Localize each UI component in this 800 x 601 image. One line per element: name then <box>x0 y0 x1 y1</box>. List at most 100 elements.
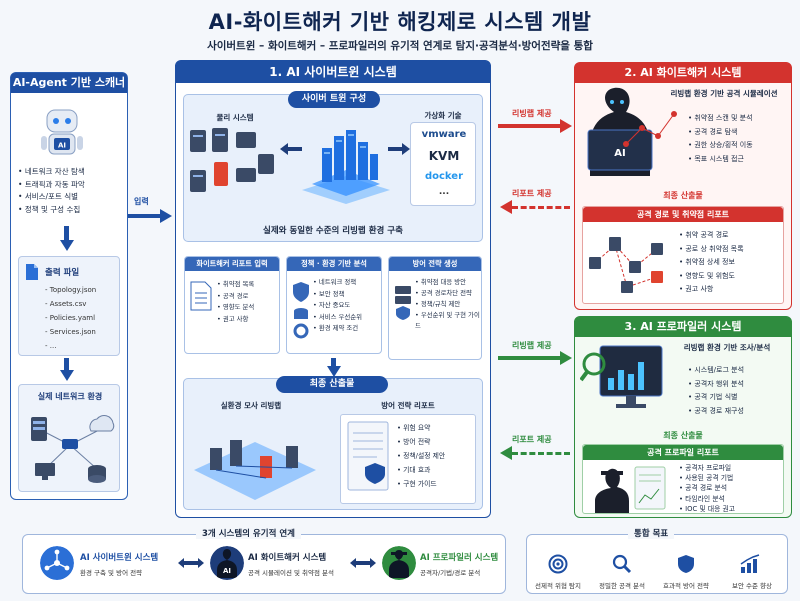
target-icon <box>548 554 568 574</box>
output-files-title: 출력 파일 <box>45 268 80 278</box>
hacker-report-list: 취약 공격 경로 공로 상 취약점 목록 취약점 상세 정보 영향도 및 위험도… <box>679 229 744 297</box>
arrow-right-icon <box>560 351 572 365</box>
list-item: 권고 사항 <box>679 283 744 297</box>
list-item: 정책 및 구성 수집 <box>18 204 126 217</box>
policy-analysis-title: 정책 · 환경 기반 분석 <box>287 257 381 271</box>
arrow-shaft <box>64 226 69 240</box>
system-connection-box <box>22 534 506 594</box>
server-shield-icon <box>395 286 411 320</box>
list-item: 네트워크 자산 탐색 <box>18 166 126 179</box>
whitehacker-title: 2. AI 화이트해커 시스템 <box>575 63 791 83</box>
list-item: 공격 경로 분석 <box>679 483 735 493</box>
connection-hacker-sub: 공격 시뮬레이션 및 취약점 분석 <box>248 569 335 577</box>
from-profiler-label: 리포트 제공 <box>512 435 552 444</box>
list-item: 정책/설정 제안 <box>397 449 445 463</box>
profiler-avatar-icon <box>382 546 416 580</box>
system-connection-title: 3개 시스템의 유기적 연계 <box>196 527 301 539</box>
scanner-features: 네트워크 자산 탐색 트래픽과 자동 파악 서비스/포트 식별 정책 및 구성 … <box>18 166 126 216</box>
list-item: 네트워크 정책 <box>313 277 362 289</box>
arrow-left-icon <box>500 446 512 460</box>
goal-item: 선제적 위협 탐지 <box>535 582 581 590</box>
magnifier-icon <box>612 554 632 574</box>
arrow-shaft <box>512 206 570 210</box>
attack-path-icon <box>589 237 663 293</box>
goal-item: 정밀한 공격 분석 <box>599 582 645 590</box>
hacker-icon: AI <box>587 87 653 176</box>
list-item: 서비스/포트 식별 <box>18 191 126 204</box>
list-item: 방어 전략 <box>397 435 445 449</box>
hacker-report-title: 공격 경로 및 취약점 리포트 <box>583 207 783 222</box>
connection-profiler-sub: 공격자/기법/경로 분석 <box>420 569 481 577</box>
output-files-box: 출력 파일 - Topology.json - Assets.csv - Pol… <box>18 256 120 356</box>
arrow-left-icon <box>500 200 512 214</box>
list-item: 환경 제약 조건 <box>313 323 362 335</box>
network-hub-icon <box>40 546 74 580</box>
list-item: 권고 사항 <box>217 314 254 326</box>
virtualization-box: vmware KVM docker ... <box>410 122 476 206</box>
more-tech: ... <box>438 187 450 197</box>
digital-twin-cube-icon <box>302 130 390 204</box>
physical-servers-icon <box>190 128 274 192</box>
defense-report-list: 위험 요약 방어 전략 정책/설정 제안 기대 효과 구현 가이드 <box>397 421 445 491</box>
attack-graph-icon <box>623 111 677 147</box>
real-network-title: 실제 네트워크 환경 <box>37 392 103 401</box>
connection-twin-sub: 환경 구축 및 방어 전략 <box>80 569 143 577</box>
hacker-badge: AI <box>614 148 625 159</box>
list-item: 시스템/로그 분석 <box>688 364 744 378</box>
profiler-report-list: 공격자 프로파일 사용된 공격 기법 공격 경로 분석 타임라인 분석 IOC … <box>679 463 735 514</box>
arrow-shaft <box>498 356 562 360</box>
bidirectional-arrow-icon <box>350 558 376 568</box>
robot-badge: AI <box>58 142 66 150</box>
arrow-shaft <box>498 124 562 128</box>
list-item: 권한 상승/횡적 이동 <box>688 139 752 153</box>
page-title: AI-화이트해커 기반 해킹제로 시스템 개발 <box>208 10 592 34</box>
arrow-right-icon <box>560 119 572 133</box>
list-item: 취약 공격 경로 <box>679 229 744 243</box>
list-item: 공격자 행위 분석 <box>688 378 744 392</box>
list-item: - Services.json <box>45 328 96 336</box>
hacker-avatar-icon: AI <box>210 546 244 580</box>
file-list: - Topology.json - Assets.csv - Policies.… <box>45 283 96 353</box>
list-item: - Policies.yaml <box>45 314 96 322</box>
policy-analysis-box: 정책 · 환경 기반 분석 네트워크 정책 보안 정책 자산 중요도 서비스 우… <box>286 256 382 354</box>
list-item: 위험 요약 <box>397 421 445 435</box>
profiler-report-box: 공격 프로파일 리포트 공격자 프로파일 사용된 공격 기법 공격 경로 분석 … <box>582 444 784 514</box>
down-arrow-icon <box>60 370 74 381</box>
list-item: - ... <box>45 342 57 350</box>
attacker-profile-icon <box>595 466 666 513</box>
list-item: 공격 경로 재구성 <box>688 405 744 419</box>
robot-icon: AI <box>41 109 83 155</box>
arrow-right-icon <box>160 209 172 223</box>
hacker-feature-list: 취약점 스캔 및 분석 공격 경로 탐색 권한 상승/횡적 이동 목표 시스템 … <box>688 112 752 166</box>
input-arrow-label: 입력 <box>134 197 149 206</box>
investigation-monitor-icon <box>580 345 663 408</box>
bidirectional-arrow-icon <box>178 558 204 568</box>
list-item: 사용된 공격 기법 <box>679 473 735 483</box>
kvm-logo: KVM <box>428 149 460 163</box>
defense-report-label: 방어 전략 리포트 <box>381 401 435 410</box>
arrow-right-icon <box>388 143 410 155</box>
list-item: 정책/규칙 제안 <box>415 299 481 310</box>
list-item: 우선순위 및 구현 가이드 <box>415 310 481 332</box>
profiler-final-label: 최종 산출물 <box>663 431 703 440</box>
list-item: IOC 및 대응 권고 <box>679 504 735 514</box>
file-icon <box>26 264 38 280</box>
defense-strategy-gen-list: 취약점 대응 방안 공격 경로차단 전략 정책/규칙 제안 우선순위 및 구현 … <box>415 277 481 332</box>
policy-analysis-list: 네트워크 정책 보안 정책 자산 중요도 서비스 우선순위 환경 제약 조건 <box>313 277 362 335</box>
document-icon <box>190 281 212 311</box>
hacker-report-box: 공격 경로 및 취약점 리포트 취약 공격 경로 공로 상 취약점 목록 취약점… <box>582 206 784 304</box>
arrow-shaft <box>128 214 162 218</box>
list-item: 취약점 상세 정보 <box>679 256 744 270</box>
defense-strategy-gen-box: 방어 전략 생성 취약점 대응 방안 공격 경로차단 전략 정책/규칙 제안 우… <box>388 256 482 360</box>
goal-item: 보안 수준 향상 <box>731 582 772 590</box>
whitehacker-report-input-title: 화이트해커 리포트 입력 <box>185 257 279 271</box>
connection-profiler-name: AI 프로파일러 시스템 <box>420 553 499 563</box>
living-lab-caption: 실제와 동일한 수준의 리빙랩 환경 구축 <box>263 226 403 236</box>
whitehacker-report-input-box: 화이트해커 리포트 입력 취약점 목록 공격 경로 영향도 분석 권고 사항 <box>184 256 280 354</box>
twin-config-title: 사이버 트윈 구성 <box>288 91 380 108</box>
list-item: 기대 효과 <box>397 463 445 477</box>
list-item: 서비스 우선순위 <box>313 312 362 324</box>
list-item: 취약점 대응 방안 <box>415 277 481 288</box>
network-topology-icon <box>31 415 115 483</box>
list-item: 타임라인 분석 <box>679 494 735 504</box>
